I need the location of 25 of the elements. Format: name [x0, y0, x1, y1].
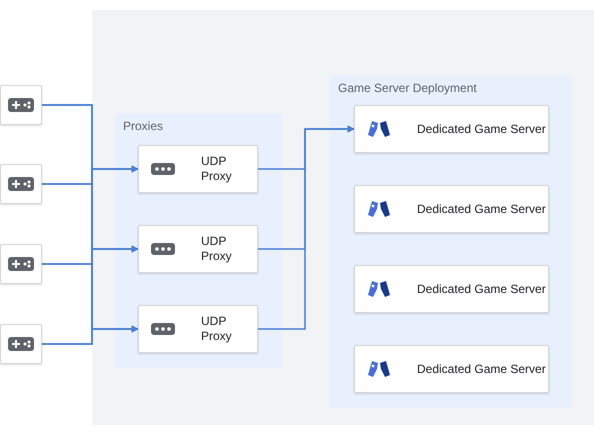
group-panel	[115, 113, 282, 368]
group-panel	[330, 75, 572, 408]
node-label: Dedicated Game Server	[417, 202, 546, 216]
proxy-card	[138, 305, 258, 353]
server-card	[354, 185, 549, 233]
group-title: Proxies	[123, 119, 164, 133]
node-label: UDP Proxy	[201, 154, 233, 184]
server-card	[354, 345, 549, 393]
node-label: UDP Proxy	[201, 234, 233, 264]
group-title: Game Server Deployment	[338, 81, 477, 95]
node-label: Dedicated Game Server	[417, 282, 546, 296]
node-label: Dedicated Game Server	[417, 122, 546, 136]
connector-arrow	[258, 126, 355, 330]
gamepad-tile	[0, 164, 42, 204]
server-card	[354, 105, 549, 153]
region-panel	[92, 10, 594, 425]
proxy-card	[138, 225, 258, 273]
proxy-card	[138, 145, 258, 193]
gamepad-tile	[0, 85, 42, 125]
node-label: UDP Proxy	[201, 314, 233, 344]
server-card	[354, 265, 549, 313]
connector-arrow	[42, 326, 139, 345]
node-label: Dedicated Game Server	[417, 362, 546, 376]
gamepad-tile	[0, 324, 42, 364]
gamepad-tile	[0, 244, 42, 284]
